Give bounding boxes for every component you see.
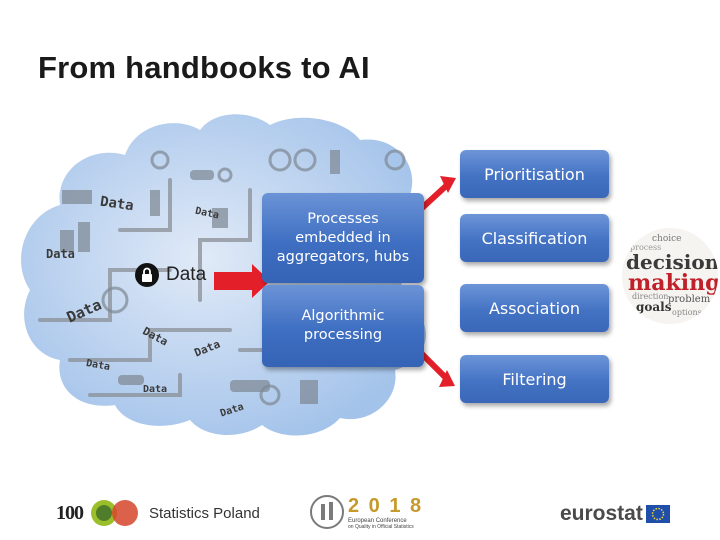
lock-icon (135, 263, 159, 287)
anniversary-100-text: 100 (56, 501, 84, 524)
circuit-line (88, 373, 182, 397)
arrow-icon (419, 351, 449, 381)
wordcloud-word: problem (668, 294, 711, 305)
conference-emblem-icon (310, 495, 344, 529)
category-label: Classification (481, 228, 588, 248)
building-icon (78, 222, 90, 252)
solar-panel-icon (62, 190, 92, 204)
process-box-aggregators: Processes embedded in aggregators, hubs (262, 193, 424, 283)
wordcloud-decision: decision (626, 250, 718, 274)
arrow-icon (440, 176, 456, 193)
wordcloud-word: process (630, 243, 662, 252)
gear-icon (259, 384, 281, 406)
car-icon (118, 375, 144, 385)
data-label: Data (46, 247, 75, 261)
category-label: Association (488, 298, 581, 318)
category-association: Association (460, 284, 609, 332)
building-icon (150, 190, 160, 216)
eurostat-text: eurostat (560, 502, 643, 525)
data-label: Data (143, 384, 168, 395)
building-icon (300, 380, 318, 404)
circuit-line (198, 188, 252, 302)
circuit-line (68, 328, 232, 362)
arrow-icon (439, 370, 455, 387)
globe-icon (101, 286, 129, 314)
circuit-line (118, 178, 172, 232)
lock-data-text: Data (166, 264, 207, 285)
conference-2018-logo: 2 0 1 8 European Conference on Quality i… (310, 492, 423, 532)
car-icon (190, 170, 214, 180)
wordcloud-making: making (628, 270, 718, 296)
statistics-poland-logo: 100 Statistics Poland (56, 498, 260, 528)
wordcloud-word: direction (632, 292, 669, 301)
wind-turbine-icon (217, 167, 233, 183)
category-prioritisation: Prioritisation (460, 150, 609, 198)
arrow-icon (419, 183, 449, 211)
process-box-text: Processes embedded in aggregators, hubs (276, 210, 410, 265)
conference-subtitle: on Quality in Official Statistics (348, 523, 414, 530)
gear-icon (268, 148, 292, 172)
building-icon (212, 208, 228, 228)
process-box-algorithmic: Algorithmic processing (262, 285, 424, 367)
category-classification: Classification (460, 214, 609, 262)
decision-making-word-cloud: choice process decision making problem g… (622, 228, 718, 324)
train-icon (230, 380, 270, 392)
arrow-icon (214, 264, 270, 298)
eurostat-logo: eurostat (560, 502, 670, 526)
statistics-poland-emblem-icon (91, 500, 138, 526)
statistics-poland-text: Statistics Poland (149, 504, 260, 522)
gear-icon (150, 150, 170, 170)
wordcloud-word: options (672, 308, 702, 317)
conference-name: European Conference (348, 517, 407, 524)
slide-title: From handbooks to AI (38, 50, 370, 85)
conference-year: 2 0 1 8 (348, 494, 424, 517)
category-label: Prioritisation (484, 164, 585, 184)
process-box-text: Algorithmic processing (301, 308, 385, 343)
category-label: Filtering (502, 369, 567, 389)
wordcloud-word: choice (652, 234, 682, 244)
category-filtering: Filtering (460, 355, 609, 403)
secure-data-label: Data (134, 262, 206, 288)
building-icon (60, 230, 74, 252)
eu-flag-icon (645, 505, 670, 523)
gear-icon (384, 149, 406, 171)
gear-icon (293, 148, 317, 172)
wordcloud-word: goals (636, 300, 672, 314)
building-icon (330, 150, 340, 174)
